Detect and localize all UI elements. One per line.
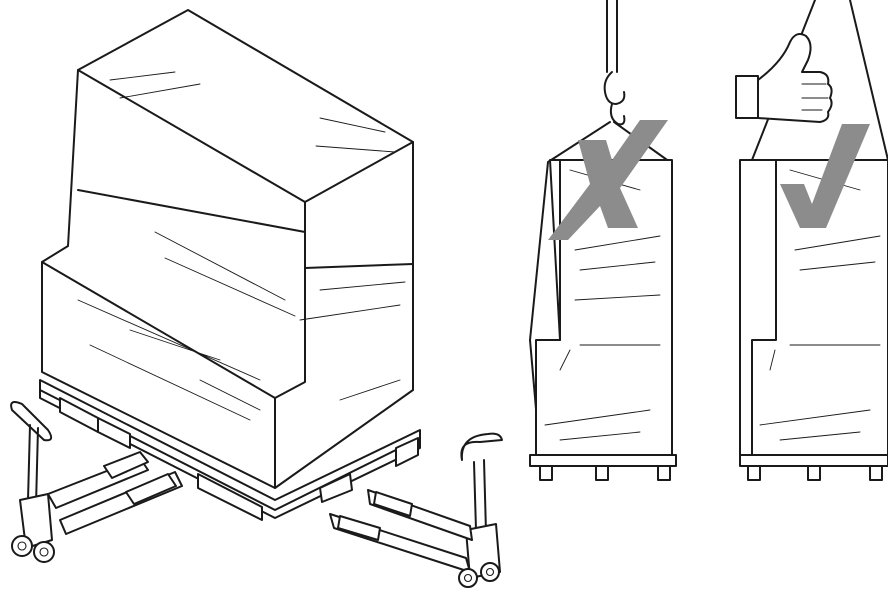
correct-lifting-panel bbox=[736, 0, 888, 480]
pallet-handling-panel bbox=[11, 10, 502, 587]
thumbs-up-icon bbox=[736, 34, 832, 122]
lifting-hook-icon bbox=[611, 104, 625, 124]
incorrect-lifting-panel bbox=[530, 0, 676, 480]
